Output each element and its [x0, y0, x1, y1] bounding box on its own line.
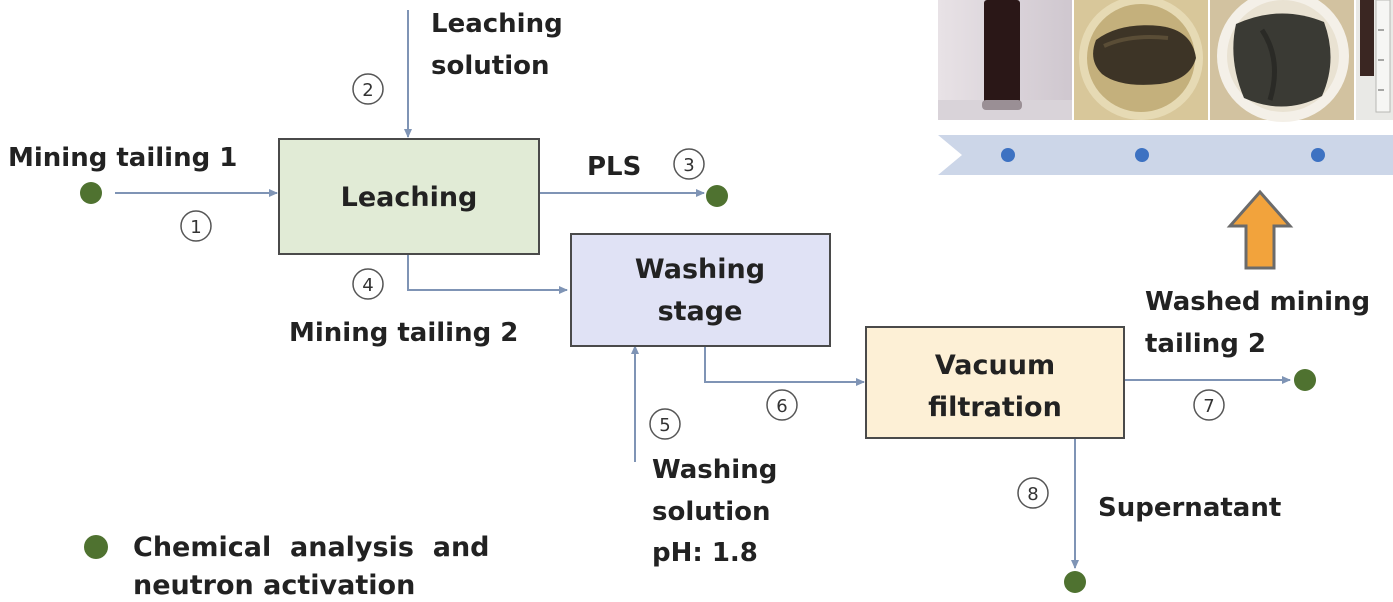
stream-number-2: 2 [352, 73, 384, 105]
stream-numbers: 1 2 3 4 5 6 7 8 [180, 73, 1225, 509]
svg-text:2: 2 [362, 80, 373, 101]
legend: Chemical analysis and neutron activation [84, 532, 490, 601]
leaching-box: Leaching [278, 138, 540, 255]
analysis-dot-pls [706, 185, 728, 207]
analysis-dot-supernatant [1064, 571, 1086, 593]
svg-text:5: 5 [659, 415, 670, 436]
vacuum-box-label-line1: Vacuum [935, 350, 1055, 381]
leaching-box-label: Leaching [341, 182, 478, 213]
leaching-solution-label-line2: solution [431, 51, 549, 81]
stream-number-1: 1 [180, 210, 212, 242]
washing-solution-label-line2: solution [652, 497, 770, 527]
legend-text-line2: neutron activation [133, 570, 415, 601]
washing-box-label-line2: stage [658, 296, 743, 327]
washing-solution-label-line1: Washing [652, 455, 777, 485]
timeline-dot [1135, 148, 1149, 162]
pls-label: PLS [587, 152, 641, 182]
stream-6-arrow [704, 346, 865, 386]
vacuum-filtration-box: Vacuum filtration [865, 326, 1125, 439]
sample-photo-strip [938, 0, 1393, 270]
timeline-dot [1001, 148, 1015, 162]
legend-dot [84, 535, 108, 559]
stream-number-4: 4 [352, 268, 384, 300]
svg-text:7: 7 [1203, 396, 1214, 417]
stream-4-arrow [407, 255, 568, 294]
timeline-dot [1311, 148, 1325, 162]
timeline-band [938, 135, 1393, 175]
analysis-points [80, 182, 1316, 593]
analysis-dot-washed-tailing [1294, 369, 1316, 391]
stream-number-7: 7 [1193, 389, 1225, 421]
svg-text:1: 1 [190, 217, 201, 238]
photo-filter-cake-large [1210, 0, 1354, 122]
vacuum-box-label-line2: filtration [928, 392, 1062, 423]
stream-number-8: 8 [1017, 477, 1049, 509]
leaching-solution-label-line1: Leaching [431, 9, 563, 39]
stream-number-3: 3 [673, 148, 705, 180]
mining-tailing-2-label: Mining tailing 2 [289, 318, 518, 348]
up-arrow-icon [1226, 189, 1294, 270]
analysis-dot-tailing-1 [80, 182, 102, 204]
photo-leachate-tube [938, 0, 1072, 120]
stream-number-5: 5 [649, 408, 681, 440]
legend-text-line1: Chemical analysis and [133, 532, 490, 563]
washing-solution-ph-label: pH: 1.8 [652, 538, 758, 568]
washing-box-label-line1: Washing [635, 254, 765, 285]
svg-text:6: 6 [776, 396, 787, 417]
flow-arrows [115, 10, 1291, 569]
stream-number-6: 6 [766, 389, 798, 421]
washed-tailing-label-line1: Washed mining [1145, 287, 1370, 317]
svg-text:8: 8 [1027, 484, 1038, 505]
photo-filter-cake-small [1074, 0, 1208, 120]
svg-text:3: 3 [683, 155, 694, 176]
washing-stage-box: Washing stage [570, 233, 831, 347]
washed-tailing-label-line2: tailing 2 [1145, 329, 1266, 359]
mining-tailing-1-label: Mining tailing 1 [8, 143, 237, 173]
supernatant-label: Supernatant [1098, 493, 1281, 523]
svg-text:4: 4 [362, 275, 373, 296]
photo-graduated-cylinder [1356, 0, 1393, 120]
